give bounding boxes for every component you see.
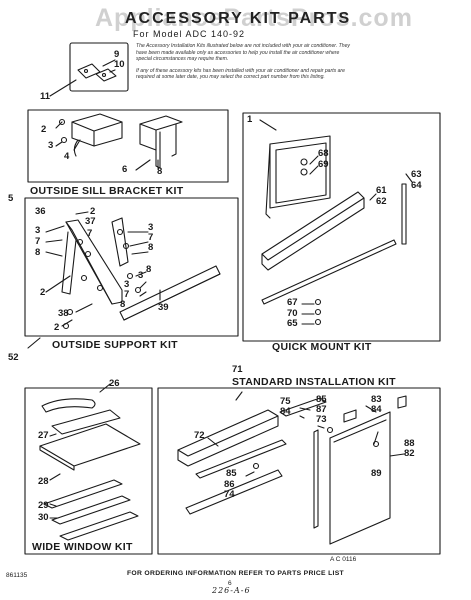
- callout-67: 67: [287, 297, 298, 308]
- box-standard-install: [157, 387, 441, 555]
- callout-65: 65: [287, 318, 298, 329]
- callout-1: 1: [247, 114, 253, 125]
- outside-support-parts: [27, 211, 221, 349]
- callout-71: 71: [232, 364, 243, 375]
- box-outside-sill: [27, 109, 229, 183]
- callout-7: 7: [87, 228, 93, 239]
- callout-6: 6: [122, 164, 128, 175]
- hardware-bag-parts: [49, 59, 117, 97]
- callout-84: 84: [371, 404, 382, 415]
- wide-window-kit-title: WIDE WINDOW KIT: [32, 541, 133, 553]
- callout-2: 2: [41, 124, 47, 135]
- callout-2: 2: [90, 206, 96, 217]
- callout-72: 72: [194, 430, 205, 441]
- intro-paragraph-1: The Accessory Installation Kits illustra…: [136, 43, 350, 63]
- quick-mount-kit-title: QUICK MOUNT KIT: [272, 341, 372, 353]
- box-outside-support: [24, 197, 239, 337]
- callout-8: 8: [146, 264, 152, 275]
- intro-paragraph-2: If any of these accessory kits has been …: [136, 67, 345, 81]
- callout-63: 63: [411, 169, 422, 180]
- callout-87: 87: [316, 404, 327, 415]
- callout-85: 85: [316, 394, 327, 405]
- quick-mount-parts: [259, 119, 413, 326]
- box-wide-window: [24, 387, 153, 555]
- callout-4: 4: [64, 151, 70, 162]
- callout-2: 2: [54, 322, 60, 333]
- print-code: 861135: [6, 572, 28, 579]
- standard-installation-kit-title: STANDARD INSTALLATION KIT: [232, 376, 396, 388]
- standard-install-parts: [177, 391, 407, 545]
- callout-3: 3: [138, 270, 144, 281]
- callout-52: 52: [8, 352, 19, 363]
- outside-sill-bracket-kit-title: OUTSIDE SILL BRACKET KIT: [30, 185, 184, 197]
- callout-68: 68: [318, 148, 329, 159]
- callout-2: 2: [40, 287, 46, 298]
- callout-82: 82: [404, 448, 415, 459]
- callout-75: 75: [280, 396, 291, 407]
- wide-window-parts: [39, 383, 141, 541]
- callout-62: 62: [376, 196, 387, 207]
- outside-sill-parts: [55, 113, 183, 171]
- outside-support-kit-title: OUTSIDE SUPPORT KIT: [52, 339, 178, 351]
- callout-37: 37: [85, 216, 96, 227]
- callout-29: 29: [38, 500, 49, 511]
- callout-8: 8: [157, 166, 163, 177]
- callout-39: 39: [158, 302, 169, 313]
- callout-61: 61: [376, 185, 387, 196]
- callout-88: 88: [404, 438, 415, 449]
- callout-36: 36: [35, 206, 46, 217]
- callout-8: 8: [35, 247, 41, 258]
- callout-69: 69: [318, 159, 329, 170]
- box-hardware-bag: [69, 42, 129, 92]
- callout-26: 26: [109, 378, 120, 389]
- callout-7: 7: [148, 232, 154, 243]
- callout-8: 8: [120, 299, 126, 310]
- callout-8: 8: [148, 242, 154, 253]
- intro-text: The Accessory Installation Kits illustra…: [136, 43, 351, 86]
- ordering-info-footer: FOR ORDERING INFORMATION REFER TO PARTS …: [126, 570, 345, 577]
- callout-73: 73: [316, 414, 327, 425]
- callout-83: 83: [371, 394, 382, 405]
- callout-11: 11: [40, 91, 51, 102]
- callout-3: 3: [124, 279, 130, 290]
- callout-86: 86: [224, 479, 235, 490]
- callout-89: 89: [371, 468, 382, 479]
- callout-70: 70: [287, 308, 298, 319]
- callout-5: 5: [8, 193, 14, 204]
- callout-3: 3: [35, 225, 41, 236]
- callout-10: 10: [114, 59, 125, 70]
- callout-38: 38: [58, 308, 69, 319]
- callout-64: 64: [411, 180, 422, 191]
- callout-9: 9: [114, 49, 120, 60]
- model-number: For Model ADC 140-92: [133, 29, 246, 39]
- callout-85: 85: [226, 468, 237, 479]
- callout-7: 7: [124, 289, 130, 300]
- page-title: ACCESSORY KIT PARTS: [125, 10, 352, 27]
- handwritten-note: 226-A-6: [212, 586, 251, 595]
- callout-7: 7: [35, 236, 41, 247]
- diagram-code: A C 0116: [330, 556, 357, 563]
- page-number: 6: [228, 580, 232, 587]
- watermark: AppliancePartsPros.com: [95, 4, 413, 32]
- callout-74: 74: [224, 489, 235, 500]
- callout-28: 28: [38, 476, 49, 487]
- callout-3: 3: [148, 222, 154, 233]
- callout-27: 27: [38, 430, 49, 441]
- box-quick-mount: [242, 112, 441, 342]
- callout-3: 3: [48, 140, 54, 151]
- callout-84: 84: [280, 406, 291, 417]
- callout-30: 30: [38, 512, 49, 523]
